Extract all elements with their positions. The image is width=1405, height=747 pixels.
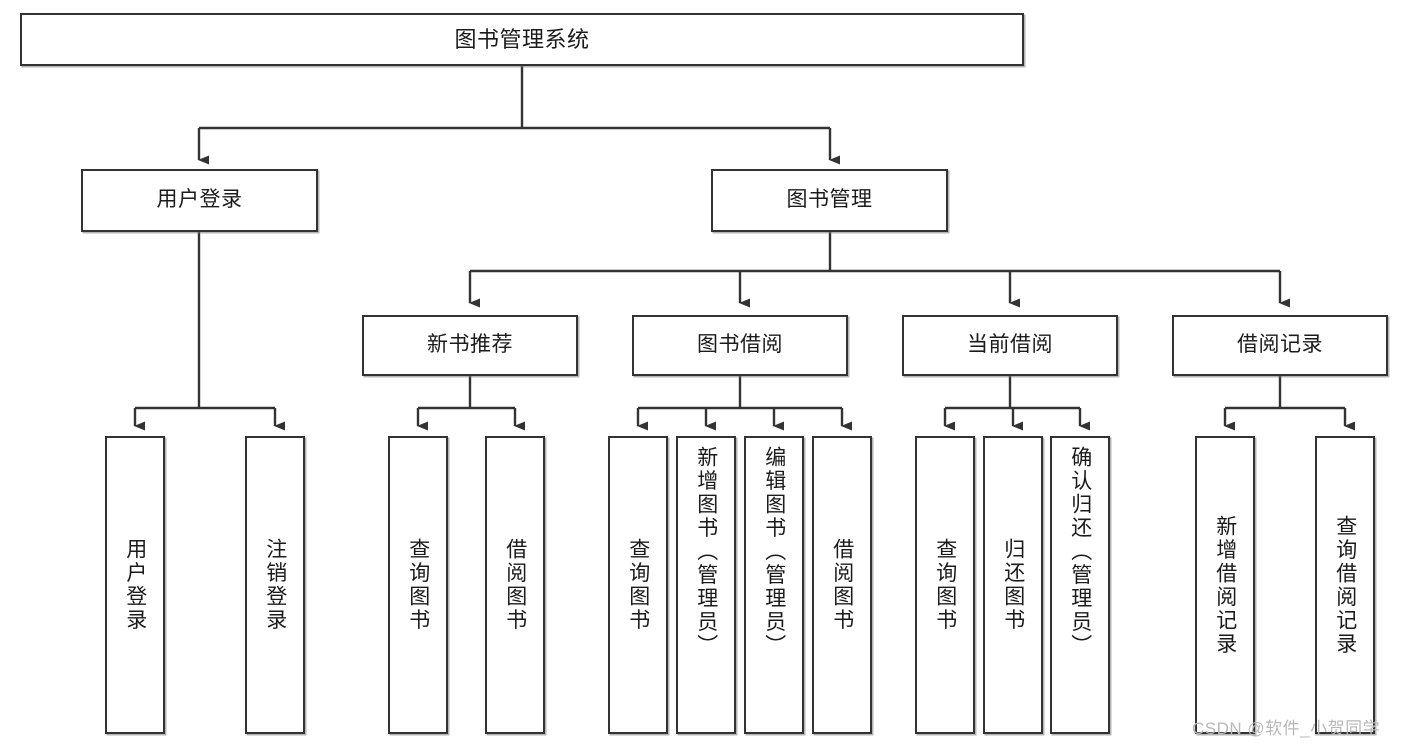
node-label: 借阅记录 [1237,333,1323,357]
node-label: 注销登录 [263,538,287,632]
node-leaf-user-login[interactable]: 用户登录 [105,436,165,734]
node-label: 用户登录 [156,188,243,212]
node-label: 新增图书（管理员） [694,446,718,658]
node-borrow-record[interactable]: 借阅记录 [1172,315,1388,376]
node-label: 新增借阅记录 [1213,514,1237,656]
node-book-borrow[interactable]: 图书借阅 [632,315,848,376]
node-book-manage[interactable]: 图书管理 [711,169,948,232]
node-leaf-add-borrow-record[interactable]: 新增借阅记录 [1195,436,1255,734]
node-label: 新书推荐 [427,333,513,357]
node-label: 借阅图书 [830,538,854,632]
node-label: 查询借阅记录 [1333,514,1357,656]
node-leaf-confirm-return[interactable]: 确认归还（管理员） [1050,436,1110,734]
node-leaf-return-book[interactable]: 归还图书 [983,436,1043,734]
node-user-login[interactable]: 用户登录 [81,169,318,232]
node-label: 确认归还（管理员） [1068,446,1092,658]
node-label: 图书管理 [786,188,873,212]
node-label: 查询图书 [933,538,957,632]
node-leaf-logout-login[interactable]: 注销登录 [245,436,305,734]
node-label: 当前借阅 [967,333,1053,357]
node-label: 查询图书 [406,538,430,632]
node-label: 归还图书 [1001,538,1025,632]
node-leaf-add-book[interactable]: 新增图书（管理员） [676,436,736,734]
node-leaf-query-book-recommend[interactable]: 查询图书 [388,436,448,734]
node-label: 借阅图书 [503,538,527,632]
node-leaf-borrow-book[interactable]: 借阅图书 [812,436,872,734]
node-root-book-management-system[interactable]: 图书管理系统 [20,13,1024,66]
node-label: 用户登录 [123,538,147,632]
node-new-book-recommend[interactable]: 新书推荐 [362,315,578,376]
node-leaf-query-book-current[interactable]: 查询图书 [915,436,975,734]
node-leaf-edit-book[interactable]: 编辑图书（管理员） [744,436,804,734]
node-label: 图书管理系统 [454,26,590,52]
node-current-borrow[interactable]: 当前借阅 [902,315,1118,376]
node-leaf-query-book-borrow[interactable]: 查询图书 [608,436,668,734]
node-label: 编辑图书（管理员） [762,446,786,658]
node-label: 图书借阅 [697,333,783,357]
node-label: 查询图书 [626,538,650,632]
csdn-watermark: CSDN @软件_小贺同学 [1192,719,1381,738]
node-leaf-query-borrow-record[interactable]: 查询借阅记录 [1315,436,1375,734]
node-leaf-borrow-book-recommend[interactable]: 借阅图书 [485,436,545,734]
